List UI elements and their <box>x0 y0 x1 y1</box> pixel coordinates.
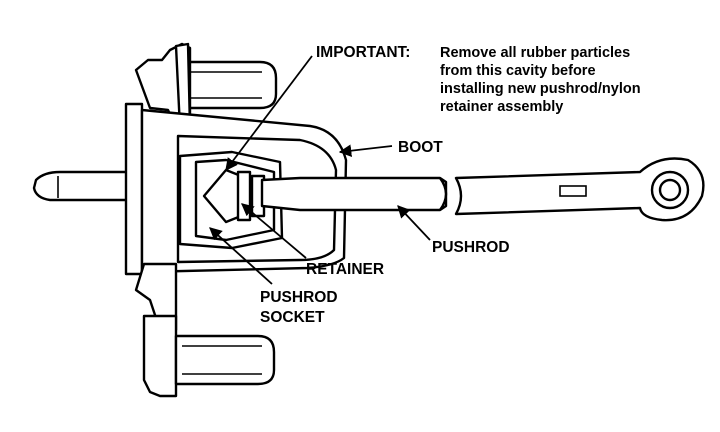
note-line-3: installing new pushrod/nylon <box>440 81 641 97</box>
pushrod-socket-label-line1: PUSHROD <box>260 289 338 306</box>
left-stub-shaft <box>32 170 138 202</box>
pushrod <box>260 157 705 222</box>
note-line-2: from this cavity before <box>440 63 596 79</box>
retainer-label: RETAINER <box>306 261 384 278</box>
upper-mounting-stud <box>181 60 278 110</box>
lower-mounting-stud <box>174 334 276 386</box>
lower-bracket <box>134 262 178 398</box>
boot-label: BOOT <box>398 139 443 156</box>
important-label: IMPORTANT: <box>316 44 410 61</box>
note-line-1: Remove all rubber particles <box>440 45 630 61</box>
leader-lines <box>209 55 431 285</box>
pushrod-socket-label-line2: SOCKET <box>260 309 325 326</box>
note-line-4: retainer assembly <box>440 99 563 115</box>
note-text: Remove all rubber particles from this ca… <box>440 45 641 115</box>
pushrod-label: PUSHROD <box>432 239 510 256</box>
